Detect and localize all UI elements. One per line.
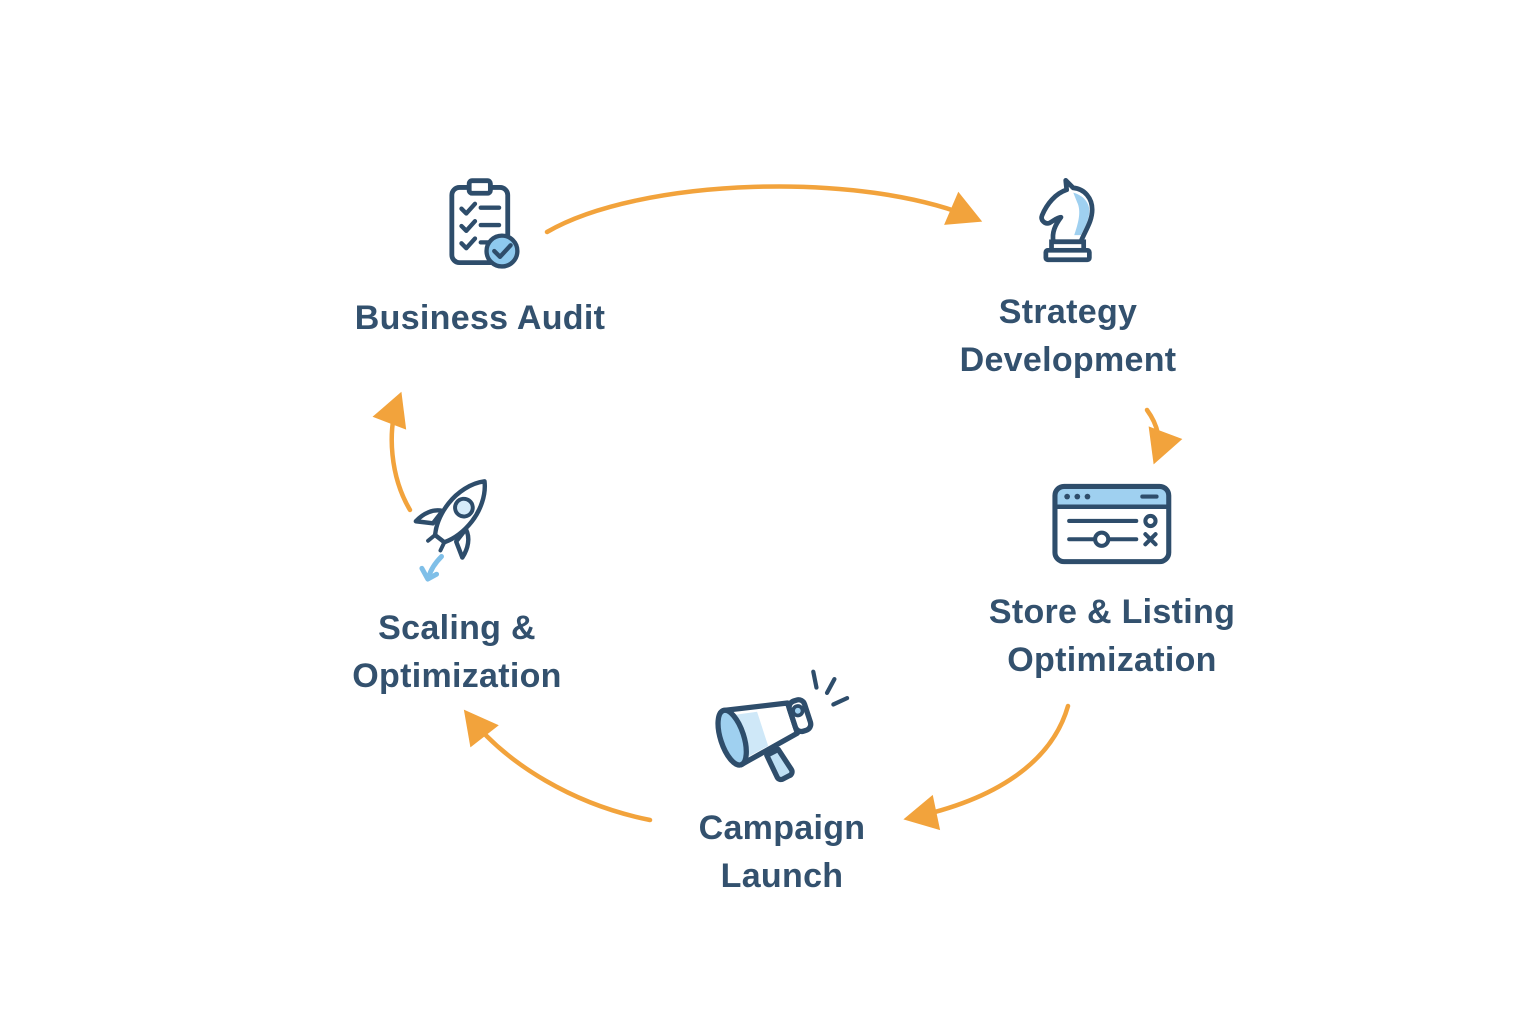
arrow-store-to-campaign (903, 703, 1071, 831)
arrow-audit-to-strategy (544, 184, 983, 235)
node-label-store-listing-optimization: Store & Listing Optimization (988, 593, 1236, 680)
exhaust-arrow (419, 554, 444, 582)
node-campaign-launch: Campaign Launch (699, 658, 866, 901)
browser-settings-icon (1052, 483, 1172, 565)
node-label-strategy-development: Strategy Development (959, 293, 1177, 380)
node-label-business-audit: Business Audit (354, 299, 606, 337)
rocket-icon (413, 479, 487, 582)
node-scaling-optimization: Scaling & Optimization (352, 462, 561, 701)
arrow-campaign-to-scaling (463, 709, 653, 823)
node-store-listing-optimization: Store & Listing Optimization (989, 472, 1235, 685)
node-label-scaling-optimization: Scaling & Optimization (352, 609, 562, 696)
arrow-strategy-to-store (1144, 407, 1183, 465)
sound-burst-lines (811, 669, 850, 707)
node-business-audit: Business Audit (355, 172, 605, 342)
megaphone-icon (715, 669, 850, 783)
clipboard-checklist-icon (449, 178, 520, 269)
node-label-campaign-launch: Campaign Launch (698, 809, 866, 896)
node-strategy-development: Strategy Development (960, 168, 1177, 385)
chess-knight-icon (1039, 177, 1095, 263)
